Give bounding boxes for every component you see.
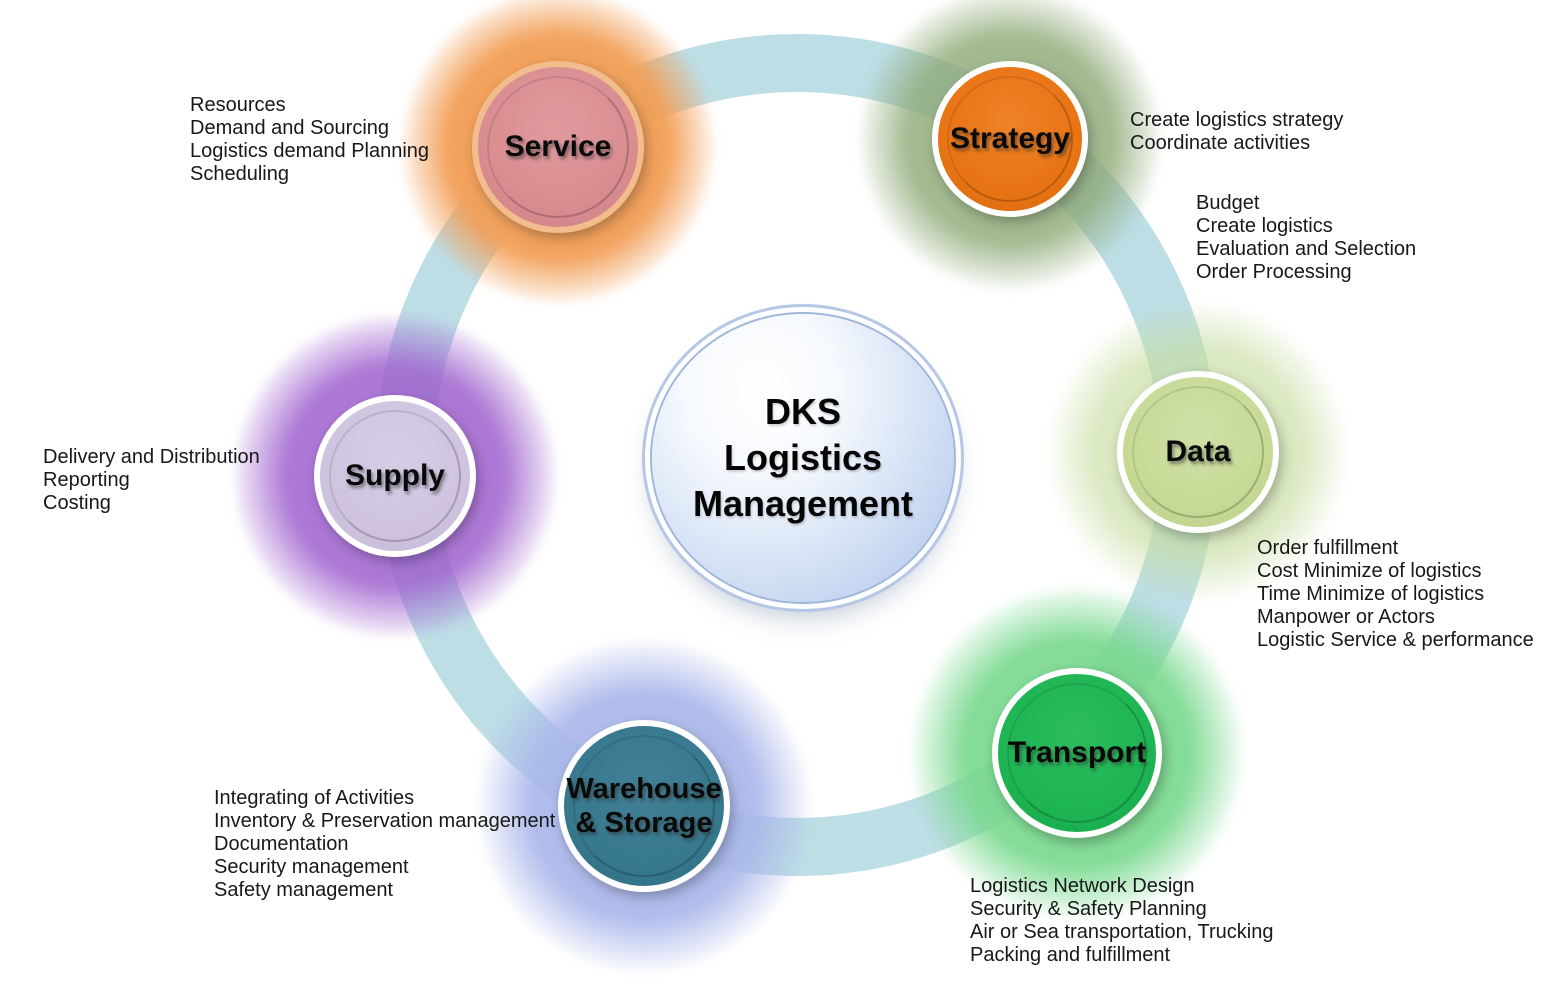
node-data: Data [1117, 371, 1279, 533]
note-line: Evaluation and Selection [1196, 238, 1417, 260]
note-line: Inventory & Preservation management [214, 810, 556, 832]
node-service-label: Service [504, 130, 612, 163]
node-transport: Transport [992, 668, 1162, 838]
note-line: Air or Sea transportation, Trucking [970, 921, 1274, 943]
node-warehouse-label: Warehouse & Storage [566, 772, 721, 840]
note-line: Safety management [214, 879, 393, 901]
center-sphere: DKS Logistics Management [652, 314, 954, 602]
note-line: Security management [214, 856, 409, 878]
note-line: Demand and Sourcing [190, 117, 390, 139]
center-title-line3: Management [692, 483, 914, 524]
note-line: Integrating of Activities [214, 787, 415, 809]
note-line: Logistic Service & performance [1257, 629, 1534, 651]
node-strategy: Strategy [932, 61, 1088, 217]
note-line: Logistics demand Planning [190, 140, 430, 162]
note-line: Security & Safety Planning [970, 898, 1207, 920]
node-supply: Supply [314, 395, 476, 557]
note-line: Costing [43, 492, 111, 514]
note-line: Scheduling [190, 163, 289, 185]
supply-notes: Delivery and Distribution Reporting Cost… [43, 446, 260, 515]
note-line: Time Minimize of logistics [1257, 583, 1485, 605]
node-warehouse: Warehouse & Storage [558, 720, 730, 892]
service-notes: Resources Demand and Sourcing Logistics … [190, 94, 429, 186]
note-line: Manpower or Actors [1257, 606, 1435, 628]
note-line: Order fulfillment [1257, 537, 1399, 559]
note-line: Packing and fulfillment [970, 944, 1171, 966]
node-transport-label: Transport [1007, 736, 1147, 769]
note-line: Delivery and Distribution [43, 446, 260, 468]
node-data-label: Data [1165, 435, 1231, 468]
transport-notes: Logistics Network Design Security & Safe… [970, 875, 1273, 967]
note-line: Coordinate activities [1130, 132, 1311, 154]
note-line: Create logistics strategy [1130, 109, 1344, 131]
note-line: Create logistics [1196, 215, 1333, 237]
center-title: DKS Logistics Management [693, 389, 913, 527]
center-title-line2: Logistics [723, 437, 882, 478]
center-title-line1: DKS [764, 391, 841, 432]
strategy-notes-top: Create logistics strategy Coordinate act… [1130, 109, 1343, 155]
note-line: Logistics Network Design [970, 875, 1195, 897]
note-line: Order Processing [1196, 261, 1352, 283]
note-line: Cost Minimize of logistics [1257, 560, 1482, 582]
note-line: Budget [1196, 192, 1260, 214]
warehouse-notes: Integrating of Activities Inventory & Pr… [214, 787, 555, 902]
node-supply-label: Supply [344, 459, 445, 492]
node-strategy-label: Strategy [949, 122, 1071, 155]
node-service: Service [472, 61, 644, 233]
node-warehouse-label-line1: Warehouse [566, 773, 722, 805]
note-line: Reporting [43, 469, 130, 491]
note-line: Documentation [214, 833, 349, 855]
note-line: Resources [190, 94, 286, 116]
data-notes: Order fulfillment Cost Minimize of logis… [1257, 537, 1534, 652]
strategy-notes-bottom: Budget Create logistics Evaluation and S… [1196, 192, 1416, 284]
node-warehouse-label-line2: & Storage [575, 807, 713, 839]
